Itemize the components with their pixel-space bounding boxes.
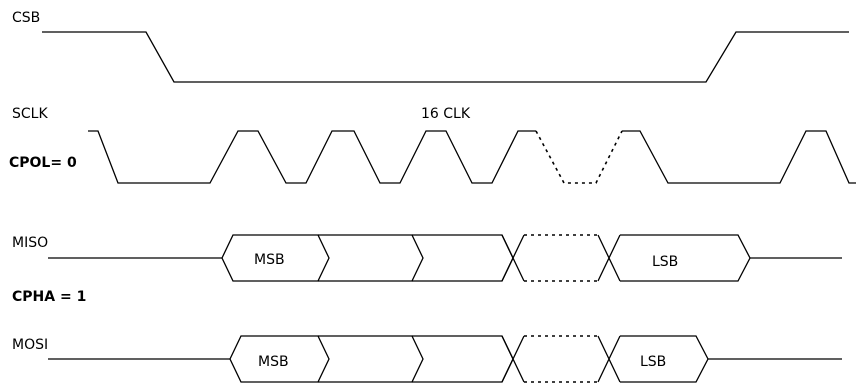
- sclk-waveform-start: [88, 130, 536, 184]
- cpol-label: CPOL= 0: [9, 155, 77, 171]
- mosi-bit-omitted-edges: [501, 335, 525, 383]
- sclk-label: SCLK: [12, 106, 48, 122]
- miso-bit-msb: [221, 234, 330, 282]
- miso-bit-3: [412, 234, 514, 282]
- mosi-lsb-label: LSB: [640, 354, 666, 370]
- mosi-label: MOSI: [12, 337, 48, 353]
- sclk-waveform-end: [622, 130, 856, 184]
- mosi-bit-msb: [229, 335, 330, 383]
- mosi-msb-label: MSB: [258, 354, 289, 370]
- cpha-label: CPHA = 1: [12, 289, 86, 305]
- miso-label: MISO: [12, 235, 48, 251]
- miso-bus: MSB LSB: [48, 234, 842, 282]
- clock-count-label: 16 CLK: [421, 106, 471, 122]
- csb-waveform: [42, 31, 849, 83]
- csb-label: CSB: [12, 10, 40, 26]
- miso-msb-label: MSB: [254, 252, 285, 268]
- mosi-bit-2: [318, 335, 424, 383]
- sclk-waveform-omitted: [535, 130, 623, 184]
- miso-bit-omitted: [524, 234, 598, 282]
- mosi-bus: MSB LSB: [48, 335, 842, 383]
- miso-lsb-label: LSB: [652, 254, 678, 270]
- miso-bit-2: [318, 234, 424, 282]
- mosi-bit-omitted: [524, 335, 598, 383]
- miso-bit-omitted-edges: [501, 234, 525, 282]
- mosi-bit-3: [412, 335, 514, 383]
